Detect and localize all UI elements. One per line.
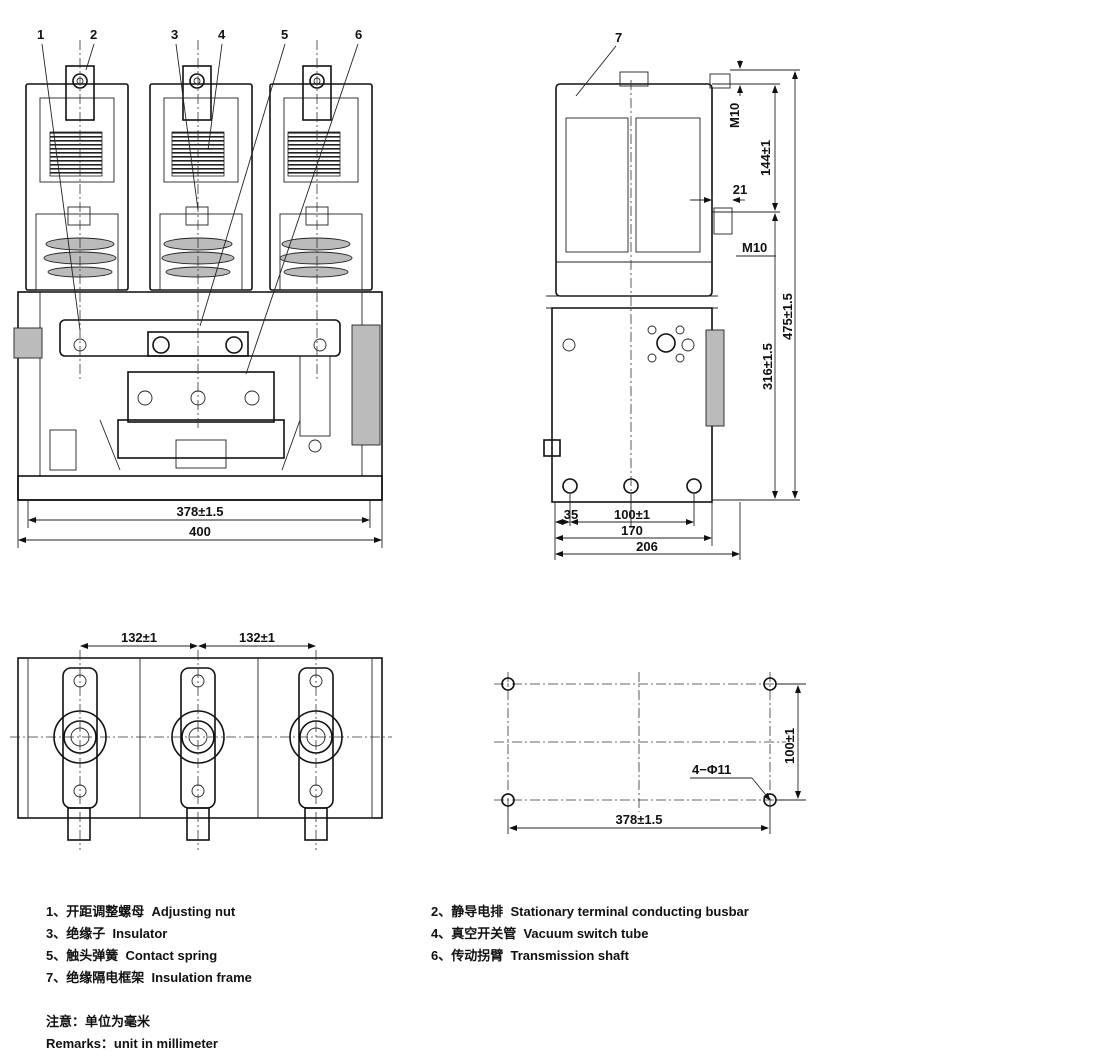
dim-side-475: 475±1.5 — [780, 293, 795, 340]
dim-front-400: 400 — [189, 524, 211, 539]
legend-item-5: 5、触头弹簧 Contact spring — [46, 945, 217, 964]
mount-hole-tl — [501, 677, 515, 691]
dim-mount-378: 378±1.5 — [616, 812, 663, 827]
legend-item-7: 7、绝缘隔电框架 Insulation frame — [46, 967, 252, 986]
remarks-en: Remarks：unit in millimeter — [46, 1036, 218, 1051]
legend-en-6: Transmission shaft — [510, 948, 629, 963]
legend-en-1: Adjusting nut — [151, 904, 236, 919]
label-4: 4 — [218, 27, 226, 42]
part-labels-front: 1 2 3 4 5 6 — [37, 27, 362, 375]
dim-side-170: 170 — [621, 523, 643, 538]
dim-mount-holes: 4−Φ11 — [692, 762, 731, 777]
label-2: 2 — [90, 27, 97, 42]
dim-mount-100: 100±1 — [782, 728, 797, 764]
legend-en-5: Contact spring — [125, 948, 218, 963]
front-dimensions: 378±1.5 400 — [17, 500, 383, 548]
mount-dimensions: 100±1 4−Φ11 378±1.5 — [507, 683, 806, 834]
legend-cn-3: 3、绝缘子 — [46, 926, 106, 941]
top-terminal-2 — [171, 650, 225, 850]
side-dimensions: M10 144±1 21 M10 475±1.5 316±1.5 35 100±… — [554, 60, 800, 560]
legend-cn-5: 5、触头弹簧 — [46, 948, 119, 963]
side-view — [543, 71, 733, 510]
legend-cn-4: 4、真空开关管 — [431, 926, 517, 941]
phase-pole-3 — [269, 65, 373, 291]
dim-side-206: 206 — [636, 539, 658, 554]
legend-item-6: 6、传动拐臂 Transmission shaft — [431, 945, 629, 964]
side-labels: 7 — [575, 30, 622, 97]
legend-en-2: Stationary terminal conducting busbar — [510, 904, 749, 919]
mounting-hole-layout — [494, 672, 786, 812]
legend-item-4: 4、真空开关管 Vacuum switch tube — [431, 923, 648, 942]
remarks-cn: 注意：单位为毫米 — [46, 1014, 151, 1029]
label-1: 1 — [37, 27, 44, 42]
top-view — [10, 650, 392, 850]
legend-cn-6: 6、传动拐臂 — [431, 948, 504, 963]
front-view — [13, 40, 383, 501]
label-3: 3 — [171, 27, 178, 42]
legend-en-7: Insulation frame — [151, 970, 252, 985]
dim-top-132-left: 132±1 — [121, 630, 157, 645]
top-terminal-3 — [289, 650, 343, 850]
dim-side-35: 35 — [564, 507, 578, 522]
dim-side-21: 21 — [733, 182, 747, 197]
phase-pole-2 — [149, 65, 253, 291]
dim-front-378: 378±1.5 — [177, 504, 224, 519]
legend-en-4: Vacuum switch tube — [523, 926, 649, 941]
legend-item-2: 2、静导电排 Stationary terminal conducting bu… — [431, 901, 749, 920]
label-6: 6 — [355, 27, 362, 42]
label-5: 5 — [281, 27, 288, 42]
legend-cn-2: 2、静导电排 — [431, 904, 504, 919]
legend-cn-1: 1、开距调整螺母 — [46, 904, 145, 919]
phase-pole-1 — [25, 65, 129, 291]
legend-en-3: Insulator — [112, 926, 168, 941]
dim-side-m10-mid: M10 — [742, 240, 767, 255]
mechanism-base — [17, 291, 383, 501]
legend-cn-7: 7、绝缘隔电框架 — [46, 970, 145, 985]
label-7: 7 — [615, 30, 622, 45]
dim-side-m10-top: M10 — [727, 103, 742, 128]
legend-item-3: 3、绝缘子 Insulator — [46, 923, 167, 942]
dim-side-144: 144±1 — [758, 140, 773, 176]
top-terminal-1 — [53, 650, 107, 850]
top-dimensions: 132±1 132±1 — [80, 630, 316, 649]
legend-item-1: 1、开距调整螺母 Adjusting nut — [46, 901, 235, 920]
dim-side-100: 100±1 — [614, 507, 650, 522]
dim-side-316: 316±1.5 — [760, 343, 775, 390]
dim-top-132-right: 132±1 — [239, 630, 275, 645]
